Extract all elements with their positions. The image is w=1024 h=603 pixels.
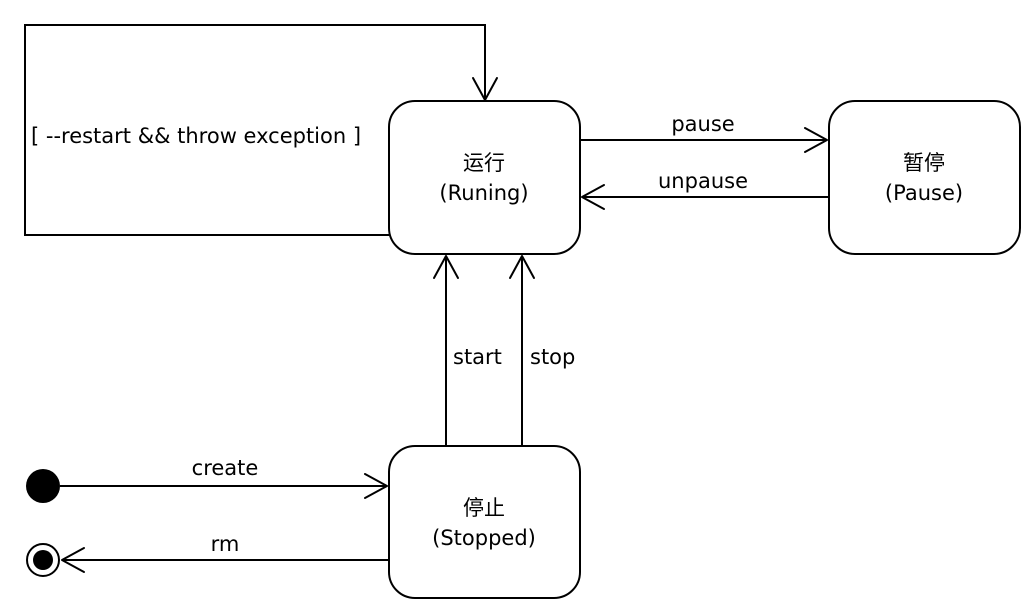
state-stopped — [388, 445, 581, 599]
pause-arrowhead — [804, 127, 828, 153]
state-running-name-cn: 运行 — [463, 151, 505, 175]
initial-state-node — [26, 469, 60, 503]
restart-loop-label: [ --restart && throw exception ] — [31, 124, 361, 148]
final-state-inner-dot — [33, 550, 53, 570]
unpause-label: unpause — [658, 169, 748, 193]
stop-label: stop — [530, 345, 575, 369]
rm-arrowhead — [61, 547, 85, 573]
state-pause — [828, 100, 1021, 255]
start-arrowhead — [433, 255, 459, 279]
create-arrowhead — [364, 473, 388, 499]
stop-arrowhead — [509, 255, 535, 279]
state-running-name-en: (Runing) — [439, 181, 528, 205]
state-stopped-name-cn: 停止 — [463, 496, 505, 520]
state-stopped-name-en: (Stopped) — [432, 526, 536, 550]
unpause-arrowhead — [581, 184, 605, 210]
state-running — [388, 100, 581, 255]
rm-label: rm — [211, 532, 240, 556]
create-label: create — [192, 456, 259, 480]
restart-loop-edge — [24, 24, 486, 236]
pause-label: pause — [671, 112, 734, 136]
start-label: start — [453, 345, 502, 369]
state-pause-name-cn: 暂停 — [903, 151, 945, 175]
state-pause-name-en: (Pause) — [885, 181, 963, 205]
